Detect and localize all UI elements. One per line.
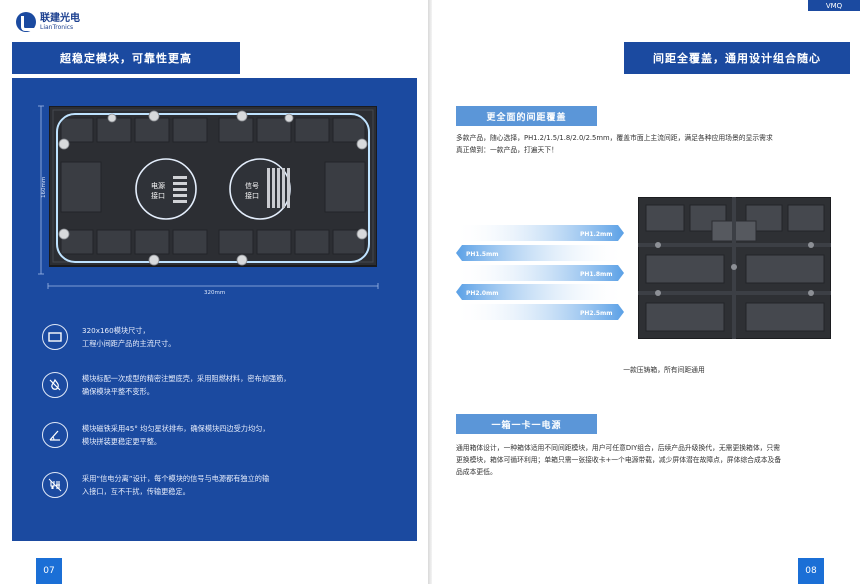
brand-logo: 联建光电 LianTronics: [16, 12, 80, 32]
module-dimensions: 160mm 320mm: [38, 105, 379, 296]
signal-connector: [267, 168, 290, 208]
pitch-arrow-right: [454, 304, 624, 320]
logo-mark-icon: [16, 12, 36, 32]
feature-item: 模块标配一次成型的精密注塑底壳，采用阻燃材料，密布加强筋， 确保模块平整不变形。: [42, 372, 402, 398]
power-label-line2: 接口: [151, 191, 165, 200]
led-module-diagram: 电源 接口 信号 接口: [49, 106, 377, 267]
module-size-icon: [42, 324, 68, 350]
pitch-arrow-left: [456, 284, 626, 300]
fireproof-icon: [42, 372, 68, 398]
die-cast-cabinet-image: [638, 197, 831, 339]
section-title: 更全面的间距覆盖: [456, 106, 597, 126]
module-grid: [60, 117, 366, 255]
cabinet-caption: 一款压铸箱，所有间距通用: [623, 366, 705, 374]
feature-text: 320x160模块尺寸， 工程小间距产品的主流尺寸。: [82, 326, 176, 348]
signal-label-line1: 信号: [245, 181, 259, 190]
page-number: 08: [798, 558, 824, 584]
book-gutter: [428, 0, 432, 584]
module-height-label: 160mm: [41, 177, 47, 198]
pitch-label: PH1.2mm: [580, 231, 613, 238]
right-page-title: 间距全覆盖，通用设计组合随心: [624, 42, 850, 74]
pitch-label: PH1.5mm: [466, 251, 499, 258]
pitch-arrow-right: [454, 265, 624, 281]
pitch-arrow-right: [454, 225, 624, 241]
section-paragraph: 通用箱体设计，一种箱体适用不同间距模块，用户可任意DIY组合，后续产品升级换代，…: [456, 444, 782, 476]
power-connector: [173, 176, 187, 203]
magnet-points: [58, 110, 368, 266]
separation-icon: [42, 472, 68, 498]
page-number: 07: [36, 558, 62, 584]
pitch-label: PH2.5mm: [580, 310, 613, 317]
pitch-label: PH1.8mm: [580, 271, 613, 278]
power-label-line1: 电源: [151, 181, 165, 190]
feature-item: 采用“信电分离”设计，每个模块的信号与电源都有独立的输 入接口，互不干扰，传输更…: [42, 472, 402, 498]
feature-text: 采用“信电分离”设计，每个模块的信号与电源都有独立的输 入接口，互不干扰，传输更…: [82, 474, 270, 496]
signal-label-line2: 接口: [245, 191, 259, 200]
pixel-pitch-arrows: PH1.2mm PH1.5mm PH1.8mm PH2.0mm PH2.5mm: [454, 225, 626, 320]
left-page: 联建光电 LianTronics 超稳定模块，可靠性更高: [0, 0, 428, 584]
section-title: 一箱一卡一电源: [456, 414, 597, 434]
right-page: VMQ 间距全覆盖，通用设计组合随心 更全面的间距覆盖 多款产品，随心选择，PH…: [432, 0, 860, 584]
pitch-arrow-left: [456, 245, 626, 261]
left-page-title: 超稳定模块，可靠性更高: [12, 42, 240, 74]
logo-cn-text: 联建光电: [40, 12, 80, 24]
angle-icon: [42, 422, 68, 448]
logo-en-text: LianTronics: [40, 23, 74, 31]
module-width-label: 320mm: [204, 290, 225, 296]
feature-text: 模块磁铁采用45° 均匀星状排布，确保模块四边受力均匀， 模块拼装更稳定更平整。: [82, 424, 270, 446]
power-interface-circle: [135, 158, 197, 220]
module-outline-highlight: [56, 113, 370, 263]
pitch-label: PH2.0mm: [466, 290, 499, 297]
feature-text: 模块标配一次成型的精密注塑底壳，采用阻燃材料，密布加强筋， 确保模块平整不变形。: [82, 374, 291, 396]
series-tag: VMQ: [808, 0, 860, 11]
feature-item: 320x160模块尺寸， 工程小间距产品的主流尺寸。: [42, 324, 402, 350]
module-feature-panel: 电源 接口 信号 接口 160mm 320mm: [12, 78, 417, 541]
feature-item: 模块磁铁采用45° 均匀星状排布，确保模块四边受力均匀， 模块拼装更稳定更平整。: [42, 422, 402, 448]
section-paragraph: 多款产品，随心选择，PH1.2/1.5/1.8/2.0/2.5mm，覆盖市面上主…: [456, 134, 773, 154]
